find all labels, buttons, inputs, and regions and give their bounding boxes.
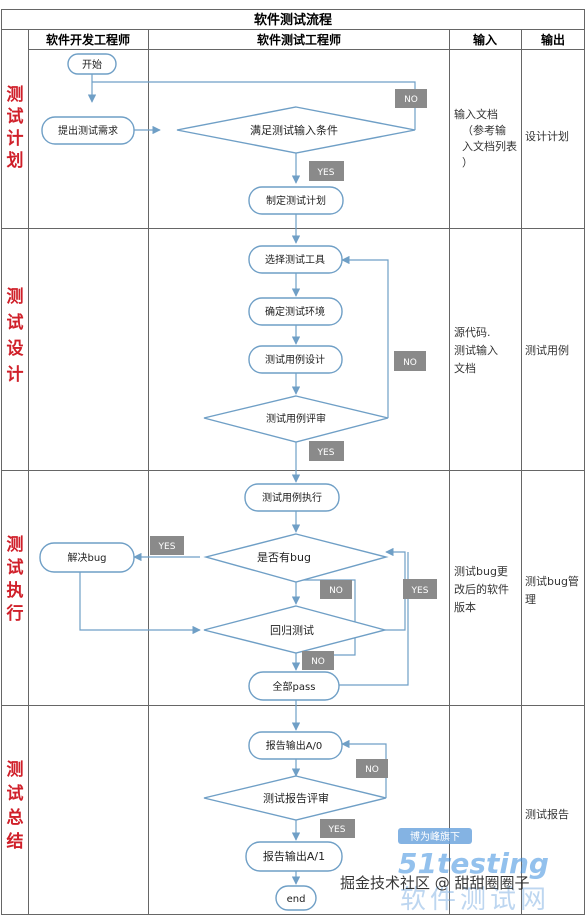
phase-label-char: 测: [7, 286, 24, 307]
phase-label-char: 测: [7, 534, 24, 555]
tag-no-summary: [356, 759, 388, 778]
report-review-label: 测试报告评审: [263, 791, 329, 805]
node-meet-cond: [176, 106, 416, 154]
case-review-label: 测试用例评审: [266, 412, 326, 425]
tag-yes-summary-label: YES: [328, 825, 346, 835]
phase-label-char: 划: [7, 150, 24, 171]
tag-no-bug: [320, 580, 352, 599]
node-fix-bug: [39, 542, 135, 573]
node-case-review: [203, 395, 389, 443]
watermark-logo: 51testing: [398, 847, 549, 880]
phase-label-char: 试: [7, 784, 24, 804]
phase-plan-input: 输入文档 （参考输 入文档列表 ）: [454, 107, 521, 169]
case-design-label: 测试用例设计: [265, 353, 325, 366]
node-has-bug: [203, 533, 389, 583]
phase-label-char: 试: [7, 107, 24, 127]
tag-no-regress: [302, 651, 334, 670]
end-label: end: [287, 894, 306, 905]
tag-yes-summary: [320, 819, 355, 838]
fix-bug-label: 解决bug: [67, 551, 106, 564]
phase-label-char: 计: [7, 128, 24, 149]
meet-cond-label: 满足测试输入条件: [250, 123, 338, 137]
phase-label-char: 总: [7, 807, 24, 828]
decision-tags: NO YES NO YES YES NO YES NO NO YES: [150, 89, 437, 838]
tag-yes-plan-label: YES: [317, 168, 335, 178]
phase-summary-output: 测试报告: [525, 807, 569, 821]
tag-yes-regress: [403, 579, 437, 599]
phase-label-char: 测: [7, 84, 24, 105]
phase-exec-input: 测试bug更 改后的软件 版本: [454, 565, 513, 614]
select-tool-label: 选择测试工具: [265, 253, 325, 266]
phase-label-char: 行: [6, 603, 24, 624]
report-a1-label: 报告输出A/1: [263, 849, 325, 863]
node-case-design: [248, 345, 343, 374]
submit-req-label: 提出测试需求: [58, 124, 118, 137]
node-all-pass: [248, 671, 340, 701]
column-header-tester: 软件测试工程师: [257, 32, 341, 47]
tag-no-design-label: NO: [403, 358, 417, 368]
tag-yes-bug-label: YES: [158, 542, 176, 552]
watermark-community: 掘金技术社区 @ 甜甜圈圈子: [340, 874, 530, 892]
start-label: 开始: [82, 58, 102, 71]
tag-yes-design-label: YES: [317, 448, 335, 458]
phase-exec-output: 测试bug管 理: [525, 574, 582, 606]
node-make-plan: [248, 186, 344, 215]
node-report-a0: [248, 731, 343, 760]
all-pass-label: 全部pass: [273, 680, 316, 693]
tag-no-design: [394, 351, 426, 371]
column-header-input: 输入: [473, 32, 497, 47]
phase-label-char: 设: [7, 339, 24, 359]
watermark: 博为峰旗下 51testing 软件测试网 掘金技术社区 @ 甜甜圈圈子: [340, 828, 550, 915]
tag-yes-plan: [309, 161, 344, 181]
phase-label-char: 计: [7, 364, 24, 385]
tag-no-plan-label: NO: [404, 95, 418, 105]
phase-label-char: 测: [7, 759, 24, 780]
confirm-env-label: 确定测试环境: [265, 305, 325, 318]
phase-label-char: 试: [7, 313, 24, 333]
node-report-review: [203, 775, 387, 821]
phase-label-plan: 测试计划: [7, 84, 24, 171]
node-select-tool: [248, 245, 343, 274]
phase-design-output: 测试用例: [525, 343, 569, 357]
tag-no-bug-label: NO: [329, 586, 343, 596]
node-end: [275, 885, 317, 911]
tag-no-summary-label: NO: [365, 765, 379, 775]
regression-label: 回归测试: [270, 623, 314, 637]
column-header-output: 输出: [541, 32, 565, 47]
node-report-a1: [245, 841, 343, 872]
page-title: 软件测试流程: [254, 12, 332, 28]
phase-label-char: 结: [7, 831, 24, 852]
node-confirm-env: [248, 297, 343, 326]
tag-yes-bug: [150, 536, 184, 555]
report-a0-label: 报告输出A/0: [266, 739, 323, 752]
tag-yes-regress-label: YES: [411, 586, 429, 596]
column-header-developer: 软件开发工程师: [46, 32, 130, 47]
case-exec-label: 测试用例执行: [262, 491, 322, 504]
tag-yes-design: [309, 441, 344, 461]
node-start: [67, 53, 117, 75]
has-bug-label: 是否有bug: [257, 550, 311, 564]
tag-no-regress-label: NO: [311, 657, 325, 667]
node-submit-req: [41, 116, 135, 145]
phase-label-char: 试: [7, 558, 24, 578]
node-regression: [203, 605, 388, 654]
phase-design-input: 源代码. 测试输入 文档: [454, 325, 502, 375]
make-plan-label: 制定测试计划: [266, 194, 326, 207]
phase-label-char: 执: [7, 580, 24, 601]
node-case-exec: [244, 483, 340, 512]
watermark-brand-top: 博为峰旗下: [410, 830, 460, 843]
watermark-cn: 软件测试网: [400, 885, 550, 915]
phase-plan-output: 设计计划: [525, 130, 569, 143]
tag-no-plan: [395, 89, 427, 108]
table-grid: [1, 9, 585, 915]
flow-nodes: [39, 53, 416, 911]
